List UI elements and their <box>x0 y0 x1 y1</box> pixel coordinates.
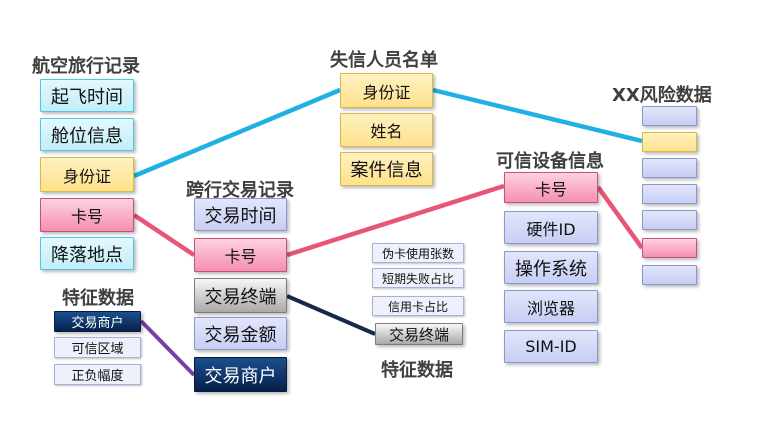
link-device-card-to-risk <box>596 185 644 250</box>
link-flight-card-to-cross-card <box>132 213 196 257</box>
risk-row-3 <box>642 158 697 178</box>
device-hardware-id: 硬件ID <box>504 211 598 244</box>
cross-transaction-amount: 交易金额 <box>194 317 287 350</box>
feature-short-term-failure-ratio: 短期失败占比 <box>372 268 464 288</box>
feature-amplitude: 正负幅度 <box>54 364 141 385</box>
device-card-number: 卡号 <box>504 172 598 203</box>
feature-merchant: 交易商户 <box>54 311 141 332</box>
device-sim-id: SIM-ID <box>504 330 598 363</box>
risk-row-7 <box>642 265 697 285</box>
risk-row-5 <box>642 210 697 230</box>
features-left-title: 特征数据 <box>62 288 134 309</box>
risk-row-2 <box>642 132 697 152</box>
dishonest-list-title: 失信人员名单 <box>330 50 438 71</box>
dishonest-case-info: 案件信息 <box>340 152 433 186</box>
link-dishonest-id-to-risk <box>432 87 643 144</box>
features-mid-title: 特征数据 <box>381 360 453 381</box>
link-terminal-to-feature-terminal <box>286 294 376 336</box>
link-feature-merchant-to-cross-merchant <box>139 319 196 377</box>
flight-records-title: 航空旅行记录 <box>32 56 140 77</box>
cross-transaction-terminal: 交易终端 <box>194 278 287 313</box>
cross-card-number: 卡号 <box>194 238 287 272</box>
trusted-device-title: 可信设备信息 <box>496 151 604 172</box>
feature-credit-card-ratio: 信用卡占比 <box>372 296 464 316</box>
link-cross-card-to-device-card <box>286 183 505 258</box>
flight-cabin-info: 舱位信息 <box>40 118 134 151</box>
risk-row-6 <box>642 238 697 258</box>
cross-transaction-time: 交易时间 <box>194 198 287 231</box>
feature-trusted-area: 可信区域 <box>54 337 141 358</box>
flight-takeoff-time: 起飞时间 <box>40 79 134 112</box>
risk-row-4 <box>642 184 697 204</box>
risk-data-title: XX风险数据 <box>612 85 712 106</box>
flight-landing-place: 降落地点 <box>40 237 134 270</box>
risk-row-1 <box>642 106 697 126</box>
device-browser: 浏览器 <box>504 290 598 323</box>
link-flight-id-to-dishonest-id <box>133 87 341 179</box>
feature-transaction-terminal: 交易终端 <box>375 323 463 345</box>
cross-bank-title: 跨行交易记录 <box>186 180 294 201</box>
feature-fake-card-count: 伪卡使用张数 <box>372 243 464 263</box>
cross-transaction-merchant: 交易商户 <box>194 357 287 392</box>
flight-id-card: 身份证 <box>40 157 134 192</box>
flight-card-number: 卡号 <box>40 198 134 232</box>
device-os: 操作系统 <box>504 251 598 284</box>
dishonest-id-card: 身份证 <box>340 73 433 108</box>
dishonest-name: 姓名 <box>340 113 433 147</box>
